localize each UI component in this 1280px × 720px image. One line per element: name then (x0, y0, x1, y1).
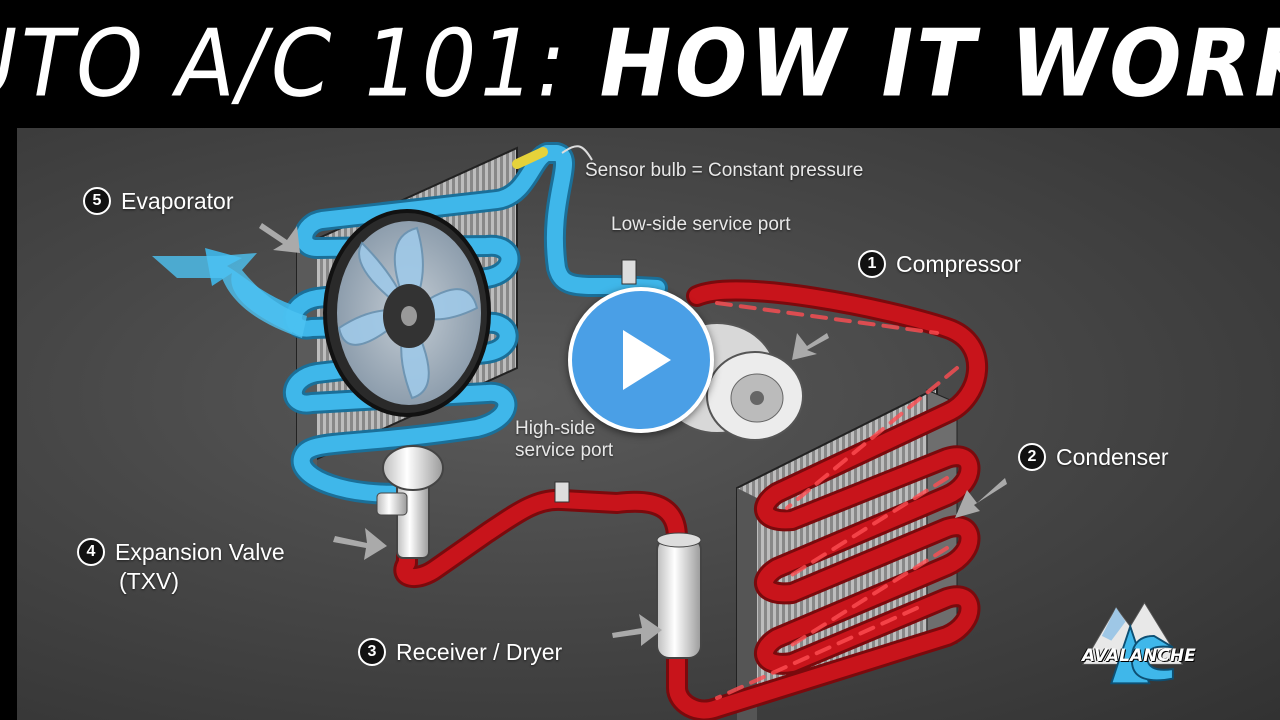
expansion-valve (376, 445, 444, 559)
fan (323, 209, 491, 417)
number-badge: 3 (358, 638, 386, 666)
video-title: AUTO A/C 101: HOW IT WORKS (0, 10, 1280, 118)
title-part-2: HOW IT WORKS (589, 9, 1280, 118)
annotation-low-side-port: Low-side service port (611, 214, 791, 235)
number-badge: 2 (1018, 443, 1046, 471)
cold-air-arrow-2 (152, 253, 307, 338)
label-text: Condenser (1056, 443, 1169, 470)
play-icon (623, 330, 671, 390)
receiver-dryer (656, 532, 702, 659)
label-text: Receiver / Dryer (396, 638, 563, 665)
title-bar: AUTO A/C 101: HOW IT WORKS (0, 0, 1280, 128)
label-text: Evaporator (121, 187, 234, 214)
high-side-port (554, 481, 570, 503)
label-compressor: 1 Compressor (858, 250, 1021, 278)
number-badge: 5 (83, 187, 111, 215)
logo-text: AVALANCHE (1082, 646, 1196, 666)
label-text: Compressor (896, 250, 1022, 277)
ac-system-diagram (152, 142, 1007, 720)
annotation-sensor-bulb: Sensor bulb = Constant pressure (585, 160, 864, 181)
sensor-callout-line (561, 145, 593, 161)
label-condenser: 2 Condenser (1018, 443, 1169, 471)
sensor-bulb (512, 147, 548, 169)
annotation-high-side-line1: High-side (515, 418, 596, 439)
number-badge: 4 (77, 538, 105, 566)
low-side-port (621, 259, 637, 285)
title-part-1: AUTO A/C 101: (0, 9, 579, 118)
pointer-arrows (259, 223, 1007, 646)
annotation-high-side-line2: service port (515, 440, 614, 461)
label-evaporator: 5 Evaporator (83, 187, 234, 215)
play-button[interactable] (568, 287, 714, 433)
number-badge: 1 (858, 250, 886, 278)
diagram-panel: 5 Evaporator 1 Compressor 2 Condenser 4 … (17, 128, 1280, 720)
high-side-line (393, 279, 988, 720)
label-txv: (TXV) (119, 568, 179, 595)
label-expansion-valve: 4 Expansion Valve (77, 538, 285, 566)
label-subtext: (TXV) (119, 568, 180, 594)
avalanche-logo (1082, 601, 1184, 685)
label-text: Expansion Valve (115, 538, 285, 565)
label-receiver-dryer: 3 Receiver / Dryer (358, 638, 562, 666)
